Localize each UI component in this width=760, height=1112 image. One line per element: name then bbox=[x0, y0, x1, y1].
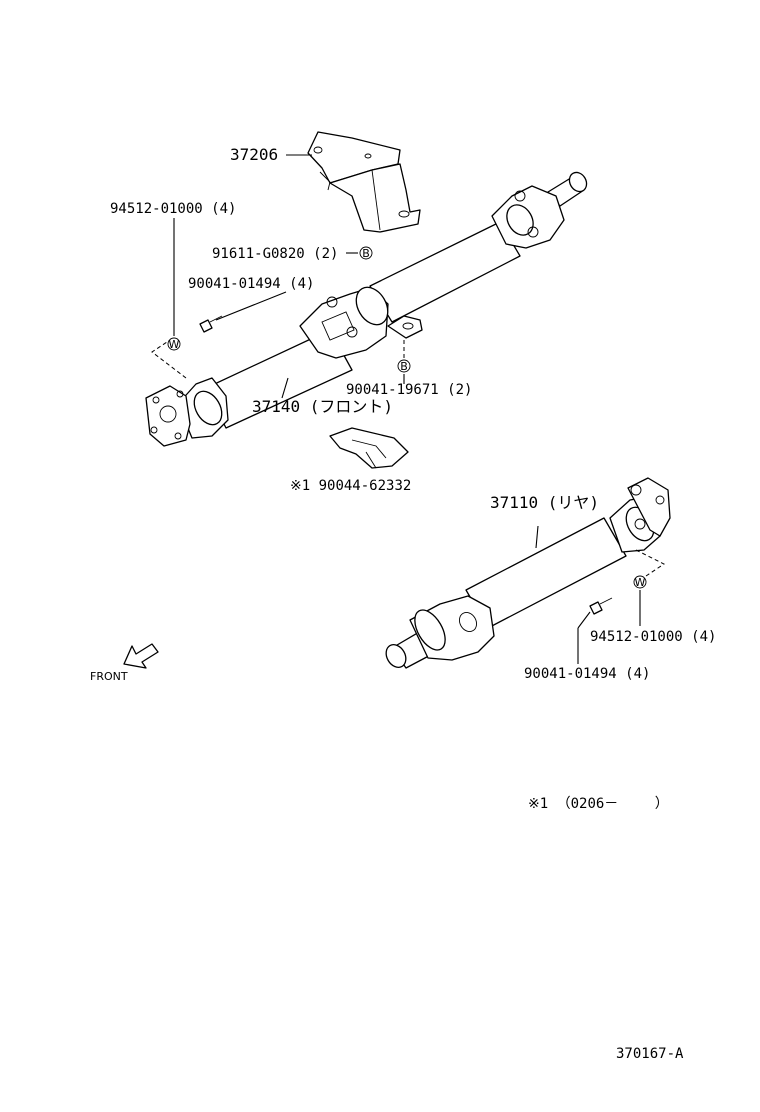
label-bearing-bolt: 90041-19671 (2) bbox=[346, 382, 472, 398]
svg-text:B: B bbox=[400, 360, 408, 373]
rear-propeller-shaft bbox=[385, 477, 671, 669]
washer-rear: W bbox=[633, 575, 647, 589]
label-plate-part: ※1 90044-62332 bbox=[290, 478, 411, 494]
plate-bracket bbox=[329, 427, 409, 469]
arrow-left-down-icon bbox=[123, 643, 159, 669]
svg-text:B: B bbox=[362, 247, 370, 260]
label-center-washer: 94512-01000 (4) bbox=[110, 201, 236, 217]
label-front-shaft: 37140 (フロント) bbox=[252, 397, 393, 416]
label-bracket-nut: 91611-G0820 (2) bbox=[212, 246, 338, 262]
center-bearing-bracket bbox=[307, 131, 421, 233]
bolt-front bbox=[199, 315, 223, 333]
svg-text:W: W bbox=[635, 576, 646, 589]
bolt-rear bbox=[589, 597, 613, 615]
bearing-nut: B bbox=[397, 359, 411, 373]
label-flange-bolt-front: 90041-01494 (4) bbox=[188, 276, 314, 292]
label-bracket-part: 37206 bbox=[230, 145, 278, 164]
label-bolt-rear: 90041-01494 (4) bbox=[524, 666, 650, 682]
svg-text:W: W bbox=[169, 338, 180, 351]
footnote: ※1 （0206－ ） bbox=[528, 796, 669, 812]
diagram-code: 370167-A bbox=[616, 1046, 684, 1062]
bracket-nut: B bbox=[359, 246, 373, 260]
label-front-arrow: FRONT bbox=[90, 670, 128, 683]
front-propeller-shaft bbox=[145, 171, 588, 447]
label-washer-rear: 94512-01000 (4) bbox=[590, 629, 716, 645]
washer-left: W bbox=[167, 337, 181, 351]
label-rear-shaft: 37110 (リヤ) bbox=[490, 493, 599, 512]
